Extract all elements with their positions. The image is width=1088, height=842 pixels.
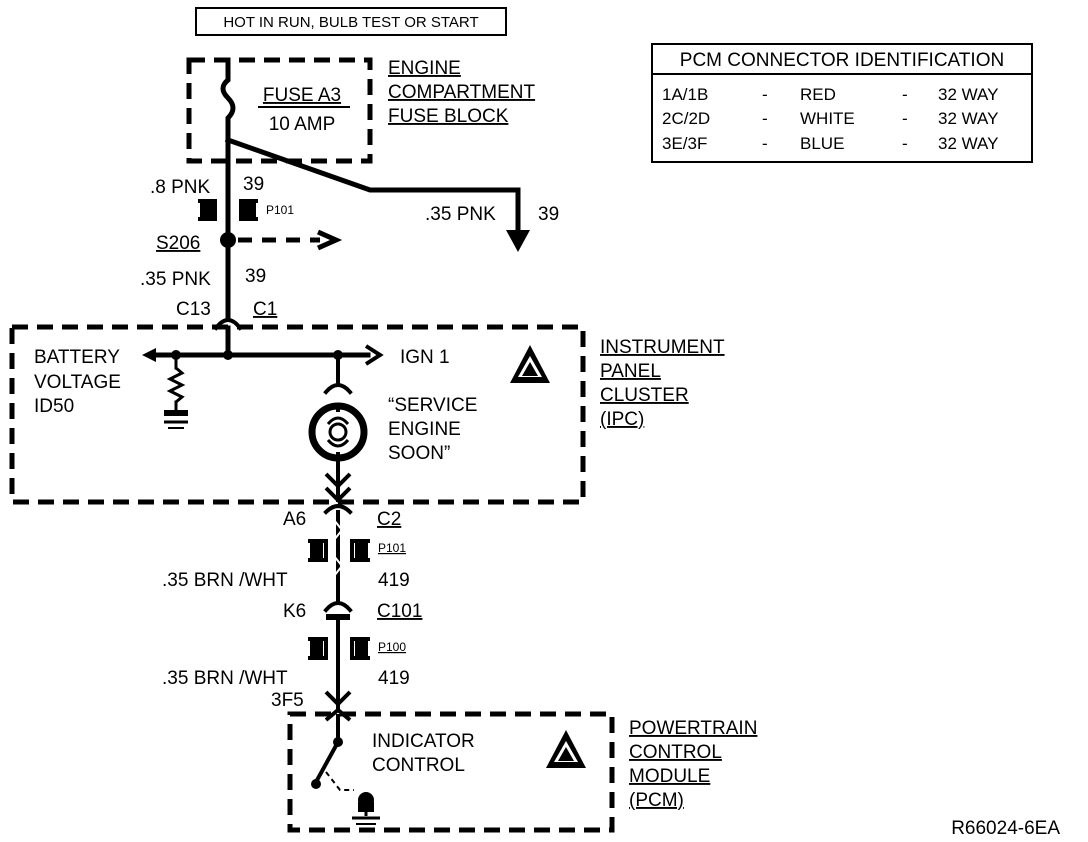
c13-label: C13 bbox=[176, 299, 211, 320]
w4-circuit: 419 bbox=[378, 668, 410, 689]
svg-text:-: - bbox=[762, 109, 768, 128]
fuse-icon bbox=[220, 57, 236, 141]
fuse-block-label-2: COMPARTMENT bbox=[388, 82, 535, 103]
w1-gauge: .8 PNK bbox=[150, 177, 211, 198]
pcm-label-1: POWERTRAIN bbox=[629, 718, 757, 739]
pin-3f5-label: 3F5 bbox=[271, 690, 304, 711]
resistor-icon bbox=[166, 366, 186, 404]
ipc-label-2: PANEL bbox=[600, 361, 661, 382]
battery-label-2: VOLTAGE bbox=[34, 372, 121, 393]
connector-p101-mid bbox=[308, 539, 370, 562]
a6-label: A6 bbox=[283, 509, 306, 530]
arrow-right-icon bbox=[316, 229, 343, 251]
ipc-label-3: CLUSTER bbox=[600, 385, 689, 406]
svg-text:-: - bbox=[762, 85, 768, 104]
control-label-2: CONTROL bbox=[372, 755, 465, 776]
w3-circuit: 419 bbox=[378, 570, 410, 591]
splice-s206 bbox=[220, 232, 236, 248]
wire-39-branch bbox=[224, 136, 521, 239]
connector-p101-top-left bbox=[198, 199, 217, 221]
w4-gauge: .35 BRN /WHT bbox=[162, 668, 288, 689]
esd-warning-icon bbox=[510, 345, 550, 383]
battery-label-1: BATTERY bbox=[34, 347, 120, 368]
ground-icon bbox=[164, 410, 188, 429]
pcm-row-color: BLUE bbox=[800, 134, 844, 153]
pcm-row-pins: 1A/1B bbox=[662, 85, 708, 104]
switch-contact bbox=[313, 739, 341, 785]
pcm-label-3: MODULE bbox=[629, 766, 710, 787]
splice-label: S206 bbox=[156, 233, 200, 254]
w2-circuit: 39 bbox=[245, 266, 266, 287]
pcm-row-ways: 32 WAY bbox=[938, 134, 998, 153]
w3-gauge: .35 BRN /WHT bbox=[162, 570, 288, 591]
arrow-left-icon bbox=[142, 348, 156, 362]
pcm-table-rows: 1A/1B - RED - 32 WAY 2C/2D - WHITE - 32 … bbox=[662, 85, 998, 153]
fuse-name: FUSE A3 bbox=[263, 85, 341, 106]
connector-p101-top-right bbox=[239, 199, 258, 221]
branch-circuit: 39 bbox=[538, 204, 559, 225]
pcm-row-pins: 3E/3F bbox=[662, 134, 707, 153]
connector-c2 bbox=[323, 504, 353, 515]
battery-label-3: ID50 bbox=[34, 396, 74, 417]
ipc-label-1: INSTRUMENT bbox=[600, 337, 725, 358]
lamp-icon bbox=[308, 402, 368, 462]
c101-label: C101 bbox=[377, 601, 422, 622]
control-label-1: INDICATOR bbox=[372, 731, 475, 752]
branch-gauge: .35 PNK bbox=[425, 204, 496, 225]
connector-c101 bbox=[323, 601, 353, 613]
pcm-box bbox=[287, 711, 615, 833]
pcm-table-title: PCM CONNECTOR IDENTIFICATION bbox=[680, 50, 1004, 71]
svg-text:-: - bbox=[902, 85, 908, 104]
p101-mid-label: P101 bbox=[378, 541, 406, 555]
ign-label: IGN 1 bbox=[400, 347, 450, 368]
ipc-box bbox=[9, 324, 586, 505]
svg-text:-: - bbox=[902, 134, 908, 153]
svg-text:-: - bbox=[902, 109, 908, 128]
esd-warning-icon bbox=[546, 730, 586, 768]
p100-label: P100 bbox=[378, 640, 406, 654]
pcm-row-pins: 2C/2D bbox=[662, 109, 710, 128]
arrow-right-icon bbox=[364, 344, 384, 366]
lamp-label-1: “SERVICE bbox=[388, 395, 477, 416]
pcm-row-ways: 32 WAY bbox=[938, 85, 998, 104]
pcm-label-4: (PCM) bbox=[629, 790, 684, 811]
k6-label: K6 bbox=[283, 601, 306, 622]
figure-id: R66024-6EA bbox=[951, 818, 1060, 839]
pcm-table-box bbox=[651, 43, 1033, 163]
header-box bbox=[195, 7, 507, 36]
arrow-down-icon bbox=[506, 230, 530, 252]
lamp-label-3: SOON” bbox=[388, 443, 450, 464]
c2-label: C2 bbox=[377, 509, 401, 530]
fuse-rating: 10 AMP bbox=[269, 114, 336, 135]
pcm-row-ways: 32 WAY bbox=[938, 109, 998, 128]
lamp-label-2: ENGINE bbox=[388, 419, 461, 440]
pcm-row-color: WHITE bbox=[800, 109, 855, 128]
svg-text:-: - bbox=[762, 134, 768, 153]
fuse-block-box bbox=[186, 57, 373, 164]
pcm-label-2: CONTROL bbox=[629, 742, 722, 763]
ground-icon bbox=[352, 792, 380, 825]
w1-circuit: 39 bbox=[243, 174, 264, 195]
w2-gauge: .35 PNK bbox=[140, 269, 211, 290]
connector-p100 bbox=[308, 637, 370, 660]
p101-top-label: P101 bbox=[266, 203, 294, 217]
c1-label: C1 bbox=[253, 299, 277, 320]
header-text: HOT IN RUN, BULB TEST OR START bbox=[223, 14, 478, 31]
pcm-row-color: RED bbox=[800, 85, 836, 104]
fuse-block-label-3: FUSE BLOCK bbox=[388, 106, 509, 127]
fuse-block-label-1: ENGINE bbox=[388, 58, 461, 79]
ipc-label-4: (IPC) bbox=[600, 409, 644, 430]
